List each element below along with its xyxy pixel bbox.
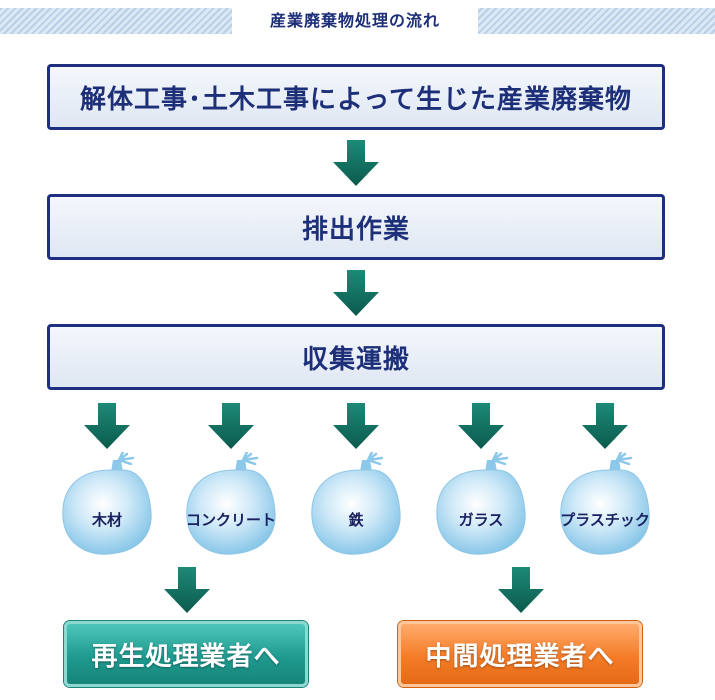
step-collection-transport: 収集運搬 <box>47 324 665 390</box>
waste-bag-icon <box>57 452 157 556</box>
down-arrow-icon <box>333 140 379 186</box>
step-discharge: 排出作業 <box>47 194 665 260</box>
waste-label-iron: 鉄 <box>348 511 364 529</box>
waste-label-plastic: プラスチック <box>560 511 650 529</box>
down-arrow-icon <box>164 567 210 613</box>
waste-bag-icon <box>306 452 406 556</box>
down-arrow-icon <box>582 403 628 449</box>
destination-recycler: 再生処理業者へ <box>64 621 308 687</box>
step-source-waste: 解体工事･土木工事によって生じた産業廃棄物 <box>47 64 665 130</box>
waste-label-wood: 木材 <box>91 511 122 529</box>
down-arrow-icon <box>208 403 254 449</box>
page-title: 産業廃棄物処理の流れ <box>232 8 478 34</box>
waste-label-concrete: コンクリート <box>185 511 276 529</box>
down-arrow-icon <box>333 270 379 316</box>
down-arrow-icon <box>84 403 130 449</box>
down-arrow-icon <box>458 403 504 449</box>
waste-bag-icon <box>181 452 281 556</box>
waste-bag-icon <box>431 452 531 556</box>
down-arrow-icon <box>333 403 379 449</box>
waste-label-glass: ガラス <box>458 511 504 529</box>
waste-bag-icon <box>555 452 655 556</box>
down-arrow-icon <box>498 567 544 613</box>
destination-intermediate-processor: 中間処理業者へ <box>398 621 642 687</box>
